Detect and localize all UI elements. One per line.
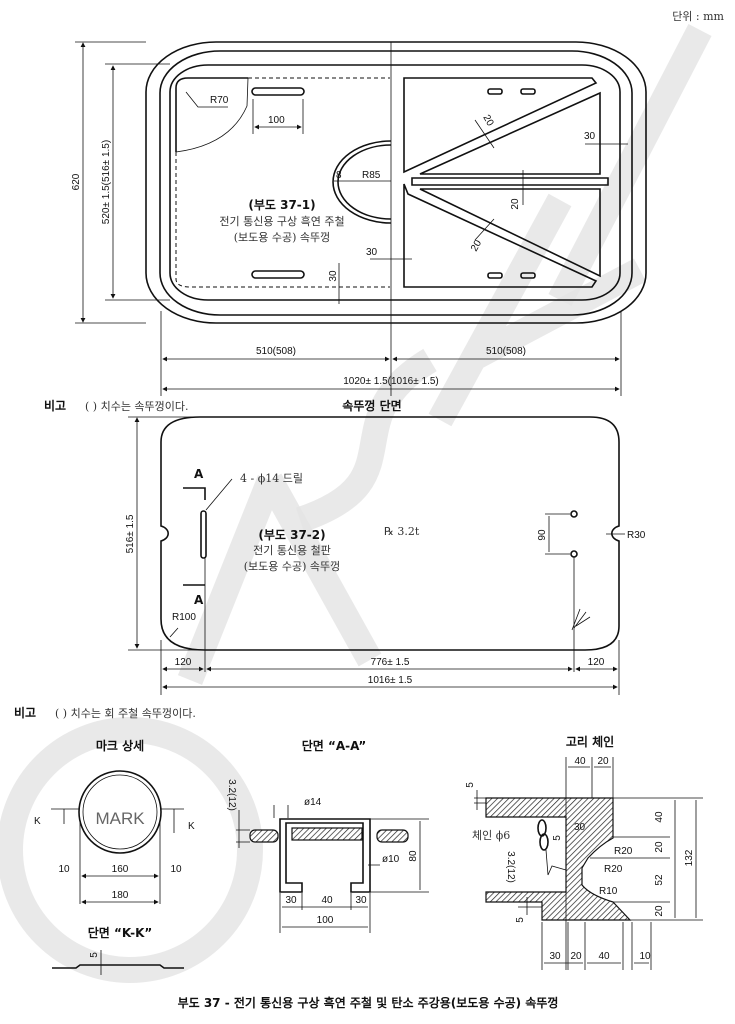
figure-description: 전기 통신용 구상 흑연 주철 [219, 214, 344, 228]
dim-776: 776± 1.5 [371, 657, 410, 668]
dim-5: 5 [465, 782, 476, 788]
dim-40: 40 [654, 811, 665, 823]
dim-30: 30 [328, 270, 339, 282]
note-text: ( ) 치수는 속뚜껑이다. [85, 400, 189, 413]
dim-1020: 1020± 1.5(1016± 1.5) [343, 376, 439, 387]
dim-d10: ø10 [382, 854, 400, 865]
dim-40: 40 [321, 895, 333, 906]
dim-1016: 1016± 1.5 [368, 675, 413, 686]
dim-100: 100 [268, 115, 285, 126]
drill-label: 4 - ϕ14 드릴 [240, 472, 303, 485]
dim-10: 10 [170, 864, 182, 875]
dim-5: 5 [552, 835, 563, 841]
figure-37-2-labels: A A 4 - ϕ14 드릴 ℞ 3.2t (부도 37-2) 전기 통신용 철… [14, 467, 646, 720]
dim-520: 520± 1.5(516± 1.5) [101, 140, 112, 224]
section-mark-k: K [34, 816, 41, 827]
dim-8: 8 [336, 170, 342, 181]
dim-angle: 30 [574, 822, 586, 833]
mark-detail-title: 마크 상세 [96, 738, 144, 753]
dim-120: 120 [588, 657, 605, 668]
mark-text: MARK [95, 809, 145, 828]
dim-r20: R20 [604, 864, 623, 875]
dim-10: 10 [58, 864, 70, 875]
figure-caption: 부도 37 - 전기 통신용 구상 흑연 주철 및 탄소 주강용(보도용 수공)… [178, 995, 559, 1010]
note-label: 비고 [44, 398, 66, 413]
ring-chain-section [474, 757, 703, 970]
dim-r10: R10 [599, 886, 618, 897]
section-aa [236, 805, 429, 933]
dim-d14: ø14 [304, 797, 322, 808]
dim-thickness: 3.2(12) [505, 851, 516, 883]
dim-r70: R70 [210, 95, 229, 106]
figure-description: (보도용 수공) 속뚜껑 [244, 560, 341, 573]
ring-chain-title: 고리 체인 [566, 734, 614, 749]
dim-180: 180 [112, 890, 129, 901]
dim-20: 20 [469, 238, 484, 254]
dim-20: 20 [597, 756, 609, 767]
dim-20: 20 [510, 198, 521, 210]
mark-detail [51, 770, 184, 975]
section-aa-labels: 단면 “A-A” 3.2(12) ø14 ø10 80 30 40 30 100 [226, 738, 419, 926]
dim-510: 510(508) [256, 346, 296, 357]
section-aa-title: 단면 “A-A” [302, 738, 367, 753]
dim-100: 100 [317, 915, 334, 926]
dim-r30: R30 [627, 530, 646, 541]
dim-30: 30 [584, 131, 596, 142]
figure-37-1-labels: R70 100 620 520± 1.5(516± 1.5) 8 R85 30 … [44, 95, 596, 413]
section-mark-k: K [188, 821, 195, 832]
section-title: 속뚜껑 단면 [342, 398, 401, 413]
dim-20: 20 [654, 841, 665, 853]
figure-37-1 [75, 41, 647, 396]
figure-description: 전기 통신용 철판 [253, 544, 331, 557]
section-mark-a: A [194, 467, 204, 481]
dim-5: 5 [515, 917, 526, 923]
dim-510: 510(508) [486, 346, 526, 357]
dim-10: 10 [639, 951, 651, 962]
mark-detail-labels: 마크 상세 MARK K K 10 160 10 180 단면 “K-K” 5 [34, 738, 195, 958]
dim-20: 20 [480, 113, 495, 129]
figure-37-2 [128, 416, 625, 695]
dim-r85: R85 [362, 170, 381, 181]
dim-40: 40 [598, 951, 610, 962]
section-kk-title: 단면 “K-K” [88, 925, 153, 940]
dim-80: 80 [408, 850, 419, 862]
figure-title: (부도 37-2) [258, 528, 325, 542]
watermark [0, 24, 712, 983]
section-mark-a: A [194, 593, 204, 607]
dim-120: 120 [175, 657, 192, 668]
dim-40: 40 [574, 756, 586, 767]
dim-r20: R20 [614, 846, 633, 857]
dim-516: 516± 1.5 [125, 514, 136, 553]
dim-30: 30 [285, 895, 297, 906]
dim-160: 160 [112, 864, 129, 875]
chain-label: 체인 ϕ6 [472, 829, 510, 842]
dim-52: 52 [654, 874, 665, 886]
dim-132: 132 [684, 849, 695, 866]
dim-30: 30 [355, 895, 367, 906]
dim-r100: R100 [172, 612, 196, 623]
dim-90: 90 [537, 529, 548, 541]
dim-thickness: 3.2(12) [226, 779, 237, 811]
plate-thickness: ℞ 3.2t [384, 525, 420, 538]
figure-description: (보도용 수공) 속뚜껑 [234, 231, 331, 244]
figure-title: (부도 37-1) [248, 198, 315, 212]
dim-30: 30 [366, 247, 378, 258]
unit-label: 단위 : mm [672, 10, 724, 23]
dim-20: 20 [570, 951, 582, 962]
dim-30: 30 [549, 951, 561, 962]
ring-chain-labels: 고리 체인 40 20 5 5 5 체인 ϕ6 3.2(12) 30 R20 R… [465, 734, 695, 962]
note-text: ( ) 치수는 회 주철 속뚜껑이다. [55, 707, 196, 720]
dim-20: 20 [654, 905, 665, 917]
dim-620: 620 [71, 173, 82, 190]
dim-5: 5 [89, 952, 100, 958]
note-label: 비고 [14, 705, 36, 720]
